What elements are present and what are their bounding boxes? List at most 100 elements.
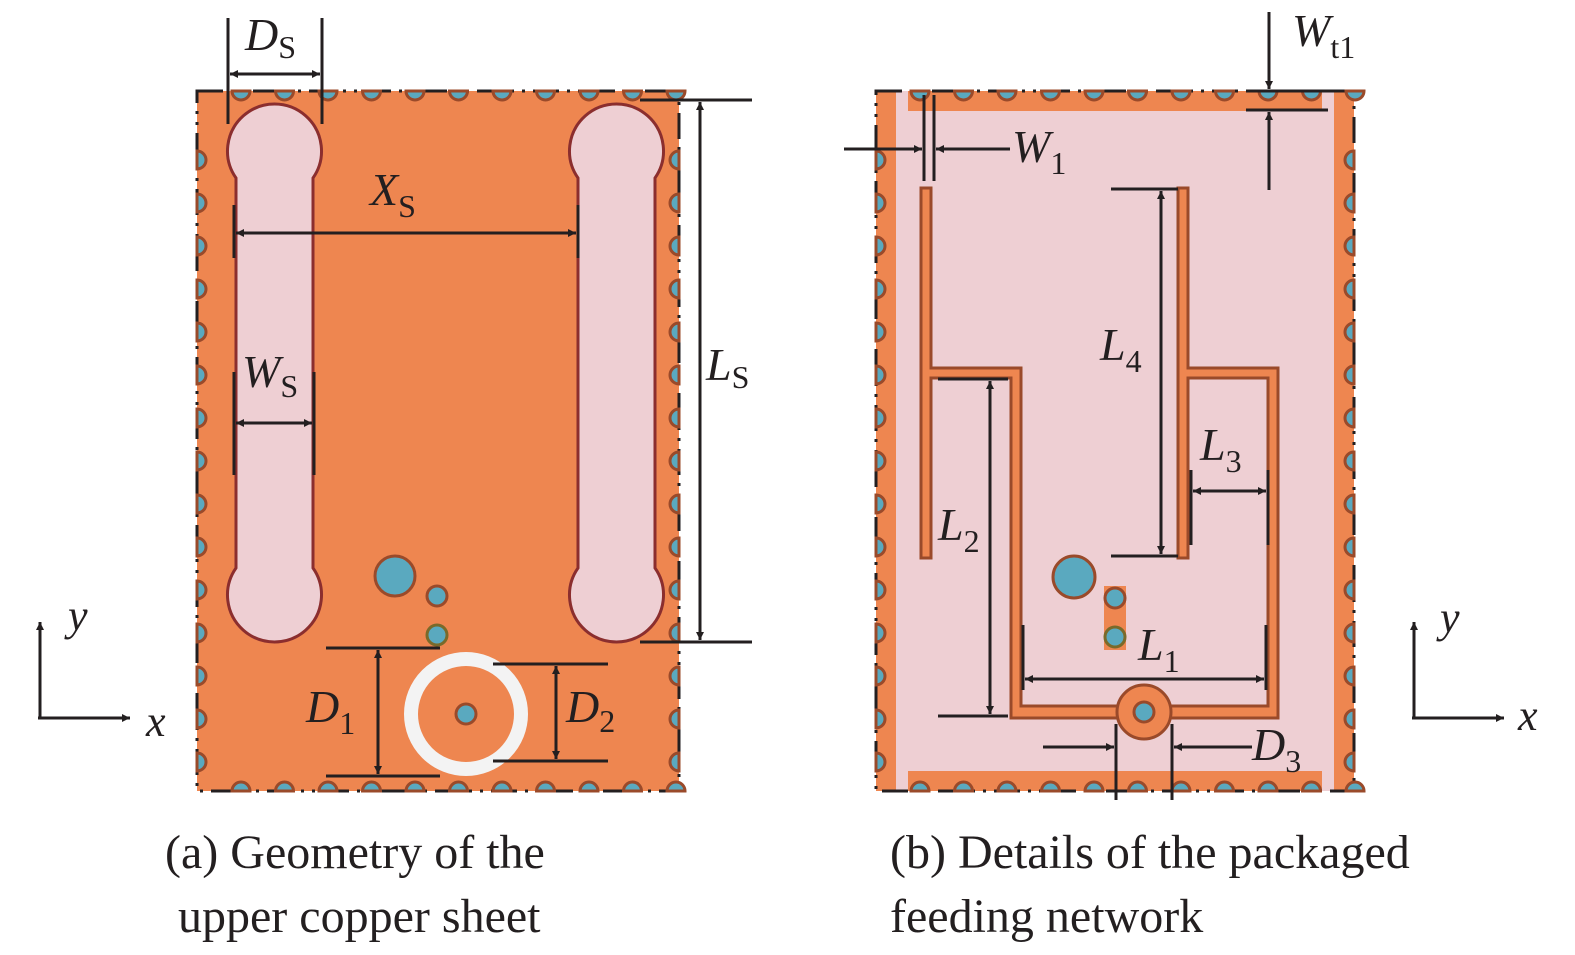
edge-via: [1039, 780, 1062, 793]
edge-via: [1213, 780, 1236, 793]
edge-via: [491, 89, 513, 102]
edge-via: [404, 780, 426, 793]
edge-via: [1343, 536, 1356, 558]
edge-via: [874, 622, 887, 644]
edge-vias-b: [874, 89, 1366, 793]
edge-via: [874, 493, 887, 515]
edge-via: [1343, 149, 1356, 171]
edge-via: [1343, 321, 1356, 343]
edge-via: [195, 192, 208, 214]
label-l3: L3: [1199, 419, 1242, 479]
edge-via: [317, 780, 339, 793]
edge-via: [668, 536, 681, 558]
edge-via: [909, 89, 931, 102]
edge-via: [952, 780, 975, 793]
edge-via: [1083, 89, 1105, 102]
edge-via: [874, 364, 887, 386]
edge-via: [447, 780, 470, 793]
edge-via: [668, 751, 681, 773]
edge-via: [195, 708, 208, 730]
edge-via: [874, 149, 887, 171]
edge-via: [668, 192, 681, 214]
svg-text:y: y: [64, 591, 88, 640]
edge-via: [1344, 89, 1366, 102]
edge-via: [668, 450, 681, 472]
edge-via: [996, 89, 1018, 102]
side-wall-right: [1334, 91, 1354, 791]
edge-via: [273, 780, 296, 793]
edge-via: [1170, 89, 1192, 102]
edge-via: [195, 278, 208, 300]
label-d1: D1: [305, 681, 355, 741]
edge-via: [195, 450, 208, 472]
edge-via: [665, 780, 687, 793]
edge-via: [874, 751, 887, 773]
edge-via: [874, 321, 887, 343]
edge-via: [668, 149, 681, 171]
edge-via: [1343, 364, 1356, 386]
edge-via: [404, 89, 426, 102]
edge-via: [874, 235, 887, 257]
edge-via: [1343, 751, 1356, 773]
edge-via: [874, 665, 887, 687]
caption-a-line2: upper copper sheet: [178, 890, 541, 943]
label-xs: XS: [368, 164, 416, 224]
edge-via: [360, 780, 383, 793]
edge-via: [668, 321, 681, 343]
side-wall-left: [876, 91, 896, 791]
feed-clearance-ring: [404, 652, 528, 776]
edge-via: [621, 780, 644, 793]
edge-via: [668, 493, 681, 515]
edge-via: [230, 780, 252, 793]
edge-via: [1343, 493, 1356, 515]
edge-via: [874, 278, 887, 300]
short-via: [1103, 625, 1127, 649]
board-outline-a: [195, 89, 681, 793]
edge-via: [621, 89, 644, 102]
axis-indicator-a: y x: [36, 591, 166, 746]
edge-via: [1343, 450, 1356, 472]
edge-via: [1343, 278, 1356, 300]
edge-via: [1343, 407, 1356, 429]
edge-via: [874, 407, 887, 429]
caption-a-line1: (a) Geometry of the: [165, 826, 545, 879]
edge-via: [874, 708, 887, 730]
edge-via: [195, 407, 208, 429]
edge-via: [447, 89, 470, 102]
edge-via: [668, 364, 681, 386]
edge-via: [534, 89, 557, 102]
label-ls: LS: [705, 339, 749, 395]
edge-via: [952, 89, 975, 102]
label-w1: W1: [1012, 121, 1066, 181]
edge-via: [491, 780, 513, 793]
edge-vias-a: [195, 89, 687, 793]
edge-via: [195, 321, 208, 343]
label-ds: DS: [244, 9, 296, 65]
edge-via: [996, 780, 1018, 793]
edge-via: [874, 579, 887, 601]
caption-b-line1: (b) Details of the packaged: [890, 826, 1410, 879]
panel-a: DS XS WS LS D1 D2 y x (a) Ge: [36, 9, 752, 943]
ground-via-small: [425, 623, 449, 647]
edge-via: [1083, 780, 1105, 793]
edge-via: [273, 89, 296, 102]
feed-probe-b: [1132, 700, 1156, 724]
edge-via: [195, 751, 208, 773]
edge-via: [195, 579, 208, 601]
edge-via: [1343, 622, 1356, 644]
edge-via: [1257, 780, 1279, 793]
edge-via: [668, 579, 681, 601]
label-ws: WS: [242, 346, 298, 404]
edge-via: [668, 235, 681, 257]
edge-via: [195, 536, 208, 558]
edge-via: [195, 493, 208, 515]
edge-via: [874, 450, 887, 472]
svg-text:x: x: [145, 697, 166, 746]
edge-via: [668, 407, 681, 429]
label-l1: L1: [1137, 619, 1180, 679]
edge-via: [1343, 192, 1356, 214]
ground-via-small: [425, 584, 449, 608]
edge-via: [195, 364, 208, 386]
short-via: [1103, 586, 1127, 610]
